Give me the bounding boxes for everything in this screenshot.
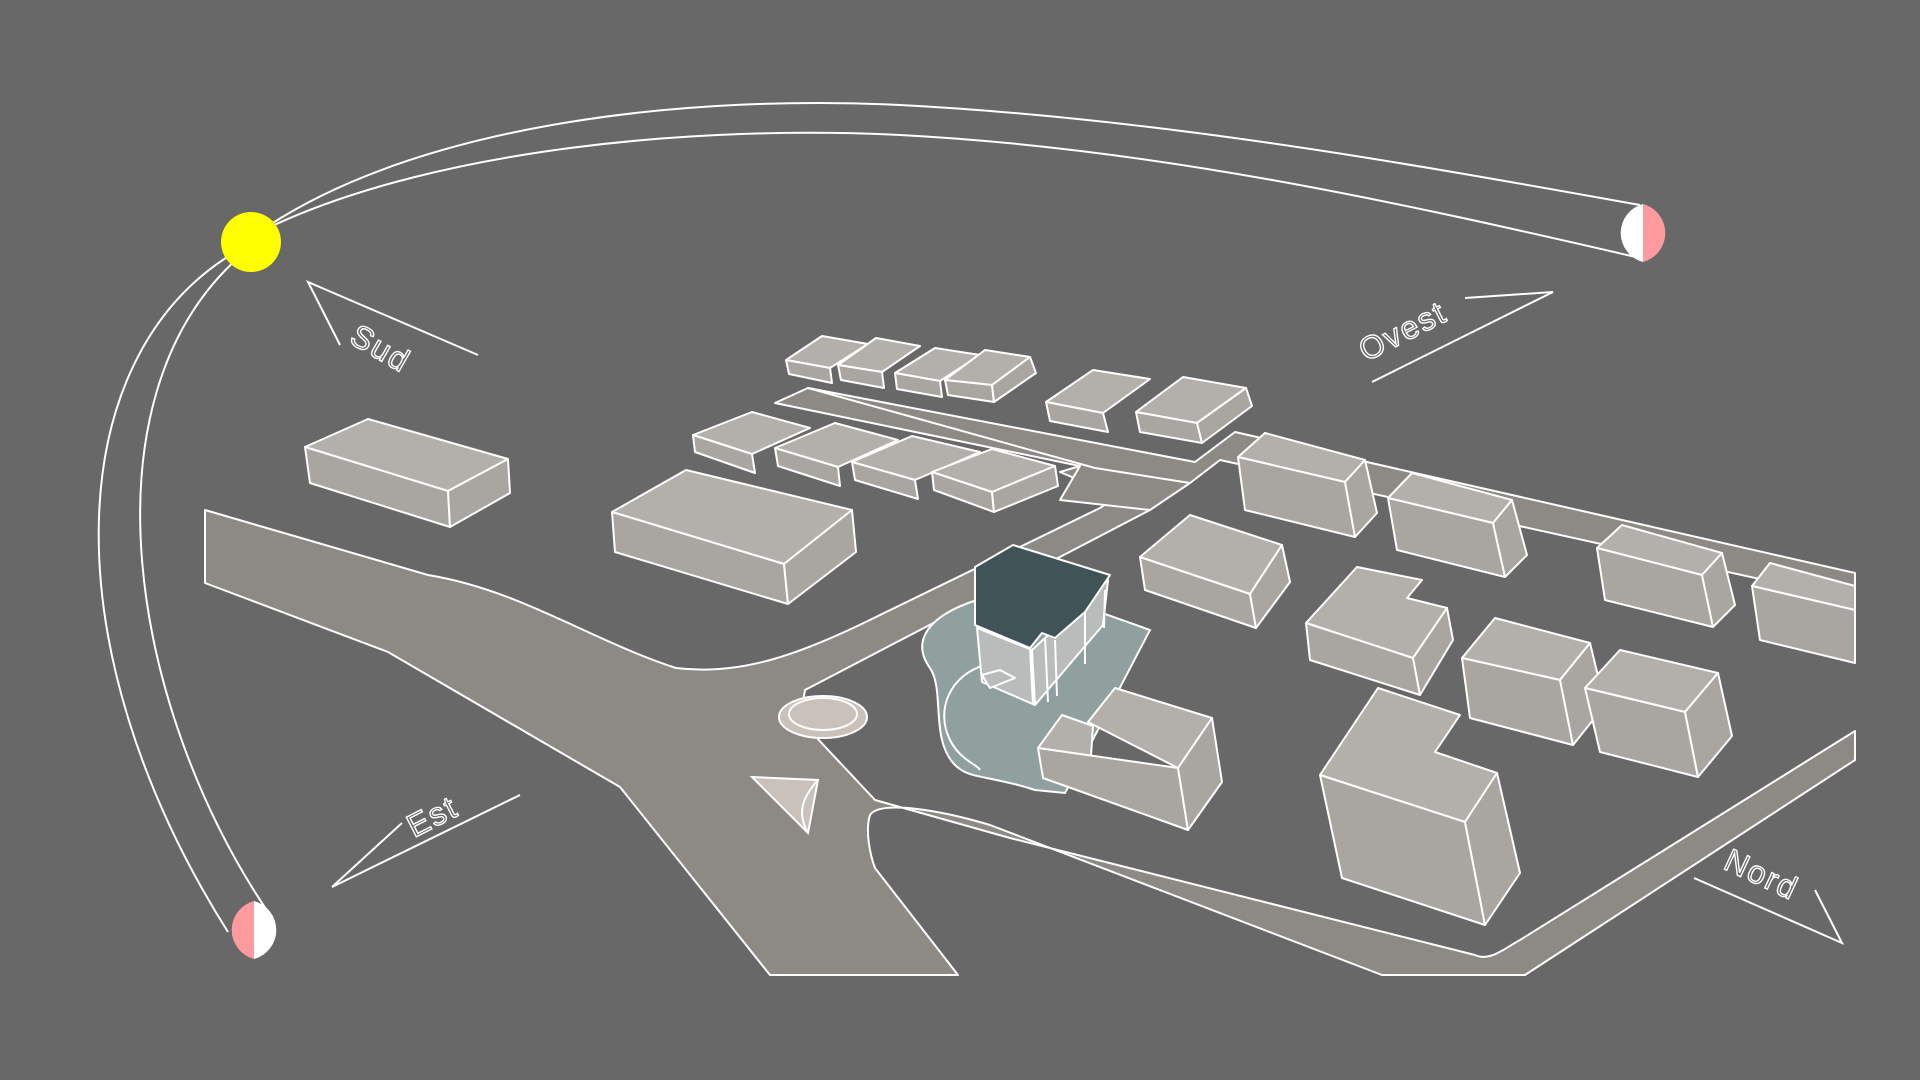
building-right-4 bbox=[1751, 562, 1856, 664]
fountain bbox=[778, 695, 868, 739]
building-large-lshape bbox=[1319, 687, 1521, 926]
entrance-marker bbox=[749, 775, 820, 836]
building-mid-1 bbox=[1139, 514, 1291, 629]
building-right-1 bbox=[1237, 432, 1378, 538]
building-right-2 bbox=[1387, 472, 1528, 578]
building-mid-3 bbox=[1461, 617, 1606, 746]
building-near-plot bbox=[1037, 687, 1223, 831]
building-row-middle bbox=[692, 411, 1059, 513]
buildings bbox=[304, 335, 1856, 926]
sun-path-inner-lower bbox=[139, 257, 271, 916]
highlighted-building-roof bbox=[974, 544, 1111, 649]
building-left-large bbox=[304, 418, 511, 528]
plot-curve bbox=[943, 664, 986, 771]
half-sun-sunrise-icon bbox=[231, 901, 277, 959]
building-center-large bbox=[611, 469, 857, 605]
building-mid-2 bbox=[1305, 566, 1454, 696]
building-mid-4 bbox=[1584, 649, 1733, 778]
sun-path-inner-upper bbox=[271, 131, 1641, 259]
entrance-marker-curve bbox=[801, 779, 819, 834]
building-row-top bbox=[785, 335, 1253, 444]
sun-path-outer-lower bbox=[97, 253, 233, 933]
sun-path bbox=[97, 102, 1641, 933]
full-sun-icon bbox=[221, 212, 281, 272]
sun-path-outer-upper bbox=[267, 102, 1641, 227]
building-right-3 bbox=[1596, 524, 1736, 628]
half-sun-sunset-icon bbox=[1620, 204, 1666, 262]
highlighted-building bbox=[974, 544, 1111, 706]
